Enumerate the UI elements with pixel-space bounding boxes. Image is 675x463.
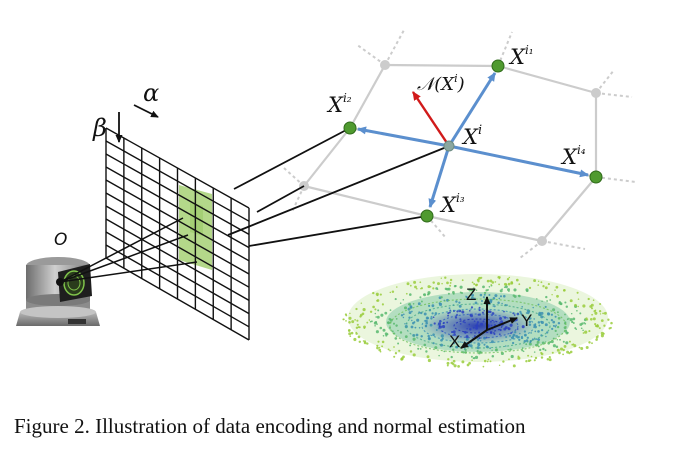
neighbor-arrows (357, 72, 589, 208)
neighbor-nodes (343, 59, 603, 223)
label-neighbor-i1: Xi₁ (508, 43, 534, 69)
axis-label-y: Y (521, 311, 532, 330)
label-origin: O (54, 230, 67, 250)
label-neighbor-i4: Xi₄ (560, 143, 586, 169)
point-cloud-image (342, 274, 613, 368)
label-neighbor-i3: Xi₃ (439, 191, 465, 217)
alpha-arrow (133, 104, 159, 118)
figure-illustration: 𝒩(Xi) Xi Xi₁ Xi₂ Xi₃ Xi₄ α β O (16, 29, 637, 368)
projection-lines (227, 127, 450, 247)
axis-label-z: Z (466, 285, 476, 304)
label-center-xi: Xi (461, 123, 482, 149)
image-grid (105, 127, 250, 341)
point-cloud-axes (460, 296, 518, 349)
label-alpha: α (143, 79, 159, 107)
mesh-dashed-extensions (283, 29, 637, 259)
label-beta: β (92, 114, 107, 142)
mesh-grey-vertices (299, 60, 601, 246)
normal-arrow (412, 91, 450, 147)
center-node (443, 140, 455, 152)
sensor-rays (59, 217, 198, 283)
label-neighbor-i2: Xi₂ (326, 91, 352, 117)
axis-label-x: X (449, 332, 460, 351)
figure-caption: Figure 2. Illustration of data encoding … (14, 414, 526, 438)
label-neighborhood: 𝒩(Xi) (417, 72, 465, 95)
